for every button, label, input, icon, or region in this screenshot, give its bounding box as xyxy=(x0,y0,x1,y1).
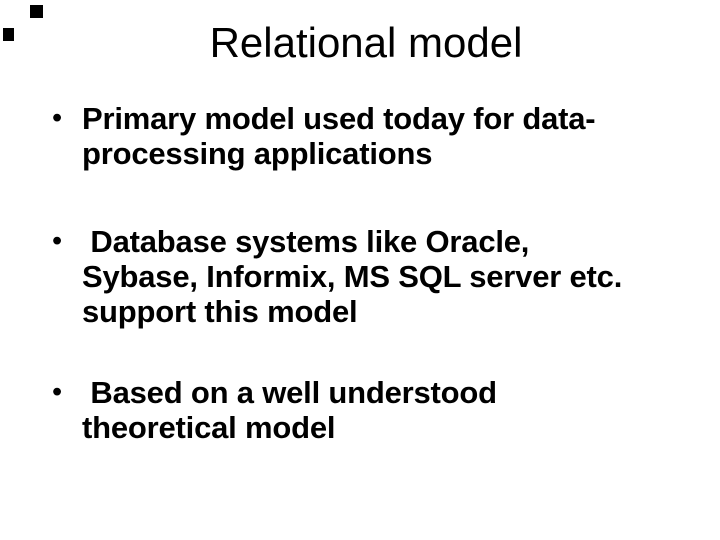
bullet-line: processing applications xyxy=(82,136,433,171)
bullet-line: support this model xyxy=(82,294,358,329)
corner-mark-icon xyxy=(3,28,14,41)
bullet-item: • Database systems like Oracle, Sybase, … xyxy=(52,224,622,329)
bullet-line: Based on a well understood xyxy=(82,375,497,410)
bullet-icon: • xyxy=(52,102,63,134)
bullet-item: • Based on a well understood theoretical… xyxy=(52,375,497,445)
bullet-icon: • xyxy=(52,225,63,257)
bullet-line: Database systems like Oracle, xyxy=(82,224,530,259)
bullet-text: Primary model used today for data- proce… xyxy=(82,101,596,171)
bullet-line: Sybase, Informix, MS SQL server etc. xyxy=(82,259,623,294)
slide-title: Relational model xyxy=(209,19,523,66)
bullet-text: Database systems like Oracle, Sybase, In… xyxy=(82,224,622,329)
bullet-line: Primary model used today for data- xyxy=(82,101,596,136)
bullet-text: Based on a well understood theoretical m… xyxy=(82,375,497,445)
bullet-item: • Primary model used today for data- pro… xyxy=(52,101,596,171)
bullet-line: theoretical model xyxy=(82,410,336,445)
bullet-icon: • xyxy=(52,376,63,408)
corner-mark-icon xyxy=(30,5,43,18)
